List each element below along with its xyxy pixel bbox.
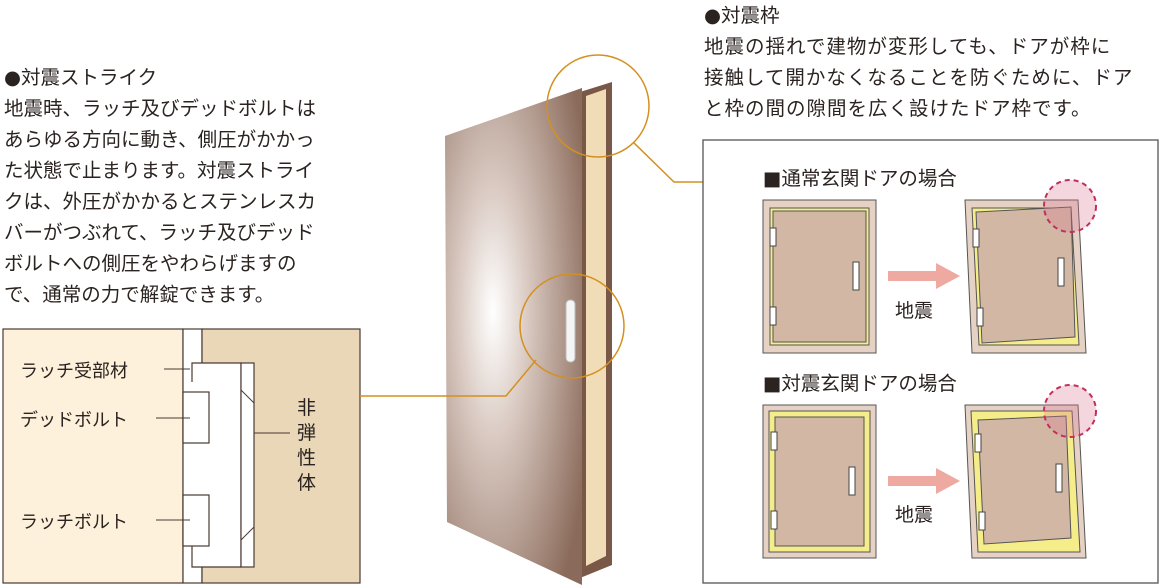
normal-door-after bbox=[964, 179, 1097, 354]
deadbolt-label: デッドボルト bbox=[20, 410, 128, 431]
strike-line: た状態で止まります。対震ストライ bbox=[4, 159, 315, 182]
seismic-door-before bbox=[762, 404, 877, 559]
latch-receiver-label: ラッチ受部材 bbox=[20, 361, 128, 382]
seismic-door-after bbox=[964, 384, 1097, 559]
inelastic-label: 非弾性体 bbox=[297, 397, 317, 494]
seismic-door-title: ■対震玄関ドアの場合 bbox=[763, 372, 957, 395]
earthquake-label: 地震 bbox=[895, 504, 934, 526]
frame-heading: ●対震枠 bbox=[704, 4, 780, 27]
arrow-icon bbox=[888, 263, 960, 494]
strike-line: バーがつぶれて、ラッチ及びデッド bbox=[4, 221, 315, 244]
normal-door-before bbox=[762, 199, 877, 354]
frame-line: 接触して開かなくなることを防ぐために、ドア bbox=[704, 66, 1134, 89]
strike-line: で、通常の力で解錠できます。 bbox=[4, 283, 275, 306]
callout-lines bbox=[360, 54, 703, 397]
strike-line: クは、外圧がかかるとステンレスカ bbox=[4, 190, 317, 213]
frame-box bbox=[702, 139, 1159, 584]
strike-line: あらゆる方向に動き、側圧がかかっ bbox=[4, 128, 315, 151]
strike-line: 地震時、ラッチ及びデッドボルトは bbox=[4, 97, 317, 120]
strike-line: ボルトへの側圧をやわらげますの bbox=[4, 252, 297, 275]
earthquake-label: 地震 bbox=[895, 300, 934, 322]
strike-heading: ●対震ストライク bbox=[4, 66, 158, 89]
frame-line: 地震の揺れで建物が変形しても、ドアが枠に bbox=[704, 35, 1112, 58]
strike-cross-section bbox=[2, 328, 361, 584]
door-illustration bbox=[445, 82, 612, 585]
latch-bolt-label: ラッチボルト bbox=[20, 512, 128, 533]
frame-line: と枠の間の隙間を広く設けたドア枠です。 bbox=[704, 97, 1092, 120]
normal-door-title: ■通常玄関ドアの場合 bbox=[763, 167, 957, 190]
